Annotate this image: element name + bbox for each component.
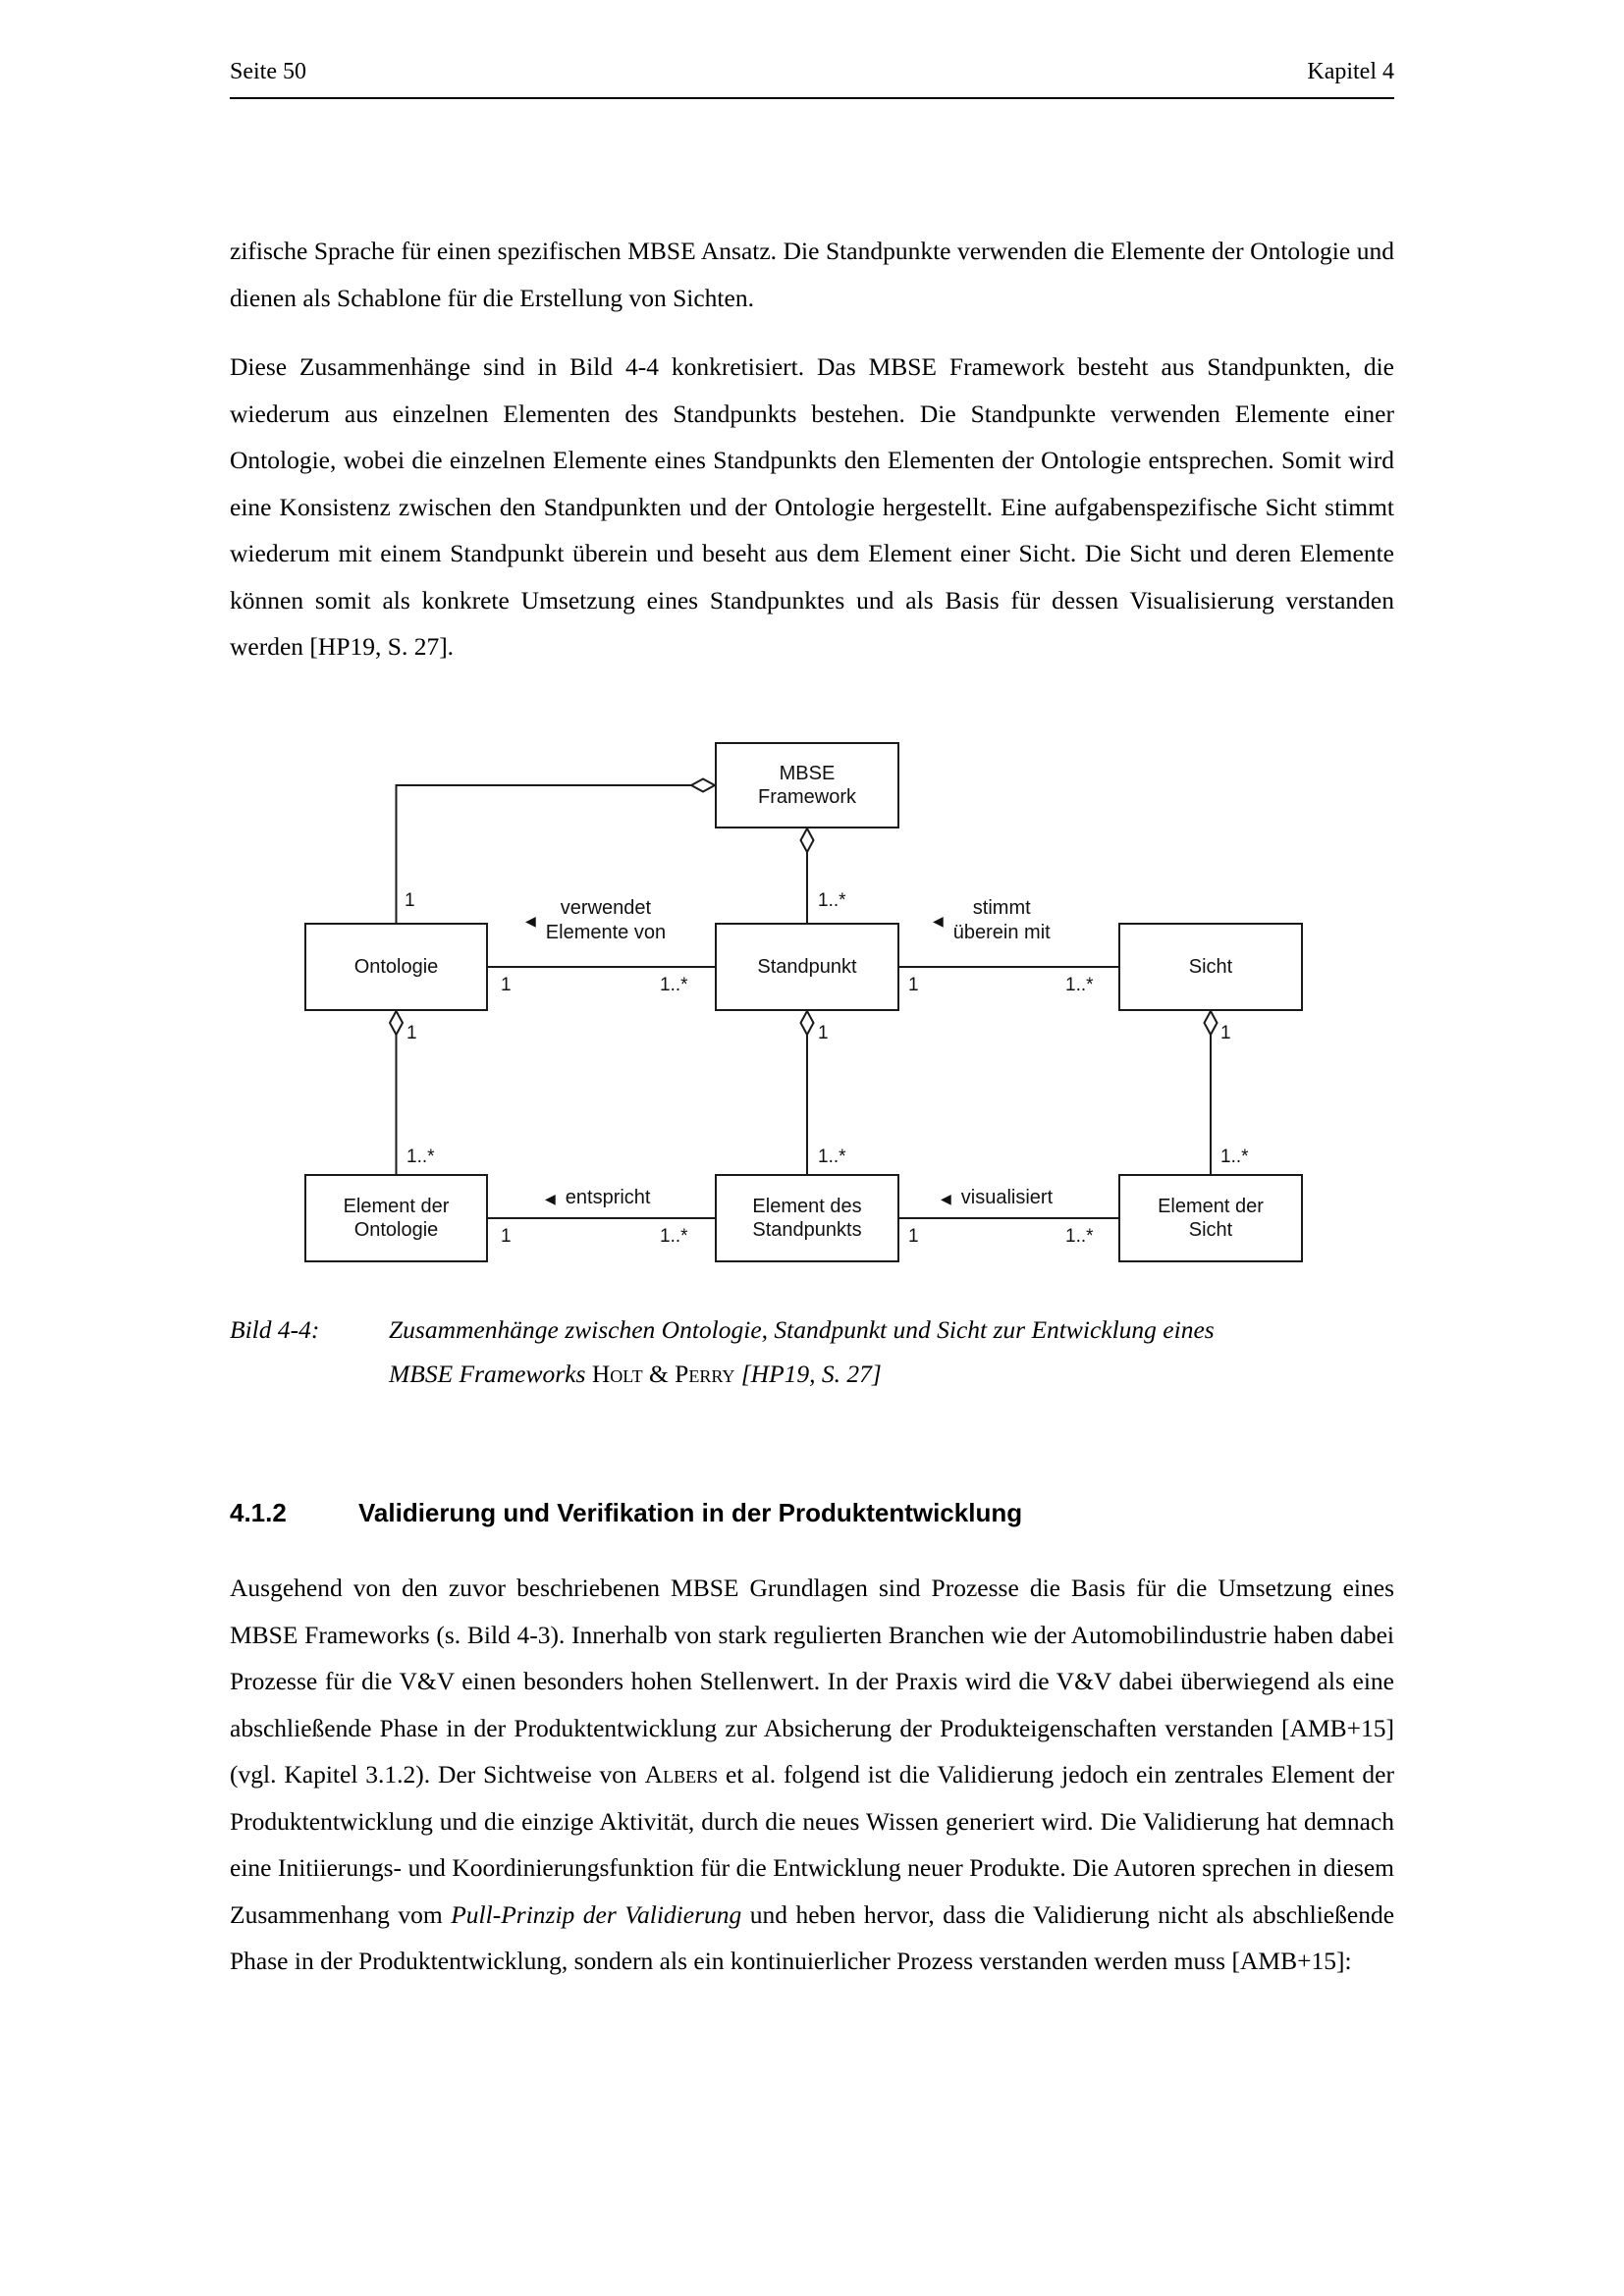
paragraph-zusammenhaenge: Diese Zusammenhänge sind in Bild 4-4 kon…: [230, 352, 1394, 661]
figure-caption: Bild 4-4: Zusammenhänge zwischen Ontolog…: [230, 1308, 1394, 1396]
caption-text: Zusammenhänge zwischen Ontologie, Standp…: [389, 1308, 1253, 1396]
text-run: Ausgehend von den zuvor beschriebenen MB…: [230, 1574, 1394, 1789]
node-label: MBSE Framework: [758, 762, 856, 809]
author-albers: Albers: [644, 1760, 719, 1789]
caption-authors: Holt & Perry: [591, 1360, 735, 1388]
direction-arrow-icon: ◀: [941, 1190, 951, 1206]
caption-text-run: Zusammenhänge zwischen Ontologie, Standp…: [389, 1315, 1215, 1388]
node-standpunkt: Standpunkt: [715, 923, 899, 1011]
header-chapter: Kapitel 4: [1307, 59, 1394, 84]
edge-label-text: entspricht: [565, 1187, 651, 1208]
multiplicity-visualisiert-right: 1..*: [1065, 1226, 1094, 1247]
multiplicity-standpunkt-top: 1: [818, 1023, 829, 1043]
node-label-line: Element des: [752, 1196, 862, 1217]
node-label-line: Ontologie: [353, 1219, 439, 1241]
multiplicity-sicht-bottom: 1..*: [1220, 1147, 1249, 1167]
multiplicity-standpunkt-bottom: 1..*: [818, 1147, 846, 1167]
multiplicity-ontologie-bottom: 1..*: [406, 1147, 435, 1167]
edge-label-line: stimmt: [972, 897, 1031, 919]
node-label-line: Element der: [343, 1196, 450, 1217]
multiplicity-entspricht-right: 1..*: [660, 1226, 688, 1247]
aggregation-diamond-icon: [799, 826, 815, 855]
direction-arrow-icon: ◀: [525, 913, 536, 929]
direction-arrow-icon: ◀: [545, 1190, 556, 1206]
multiplicity-entspricht-left: 1: [501, 1226, 512, 1247]
section-number: 4.1.2: [230, 1498, 287, 1527]
caption-label: Bild 4-4:: [230, 1315, 320, 1344]
multiplicity-stimmt-left: 1: [908, 975, 919, 995]
node-label-line: Element der: [1158, 1196, 1264, 1217]
section-title: Validierung und Verifikation in der Prod…: [358, 1498, 1023, 1527]
node-element-des-standpunkts: Element des Standpunkts: [715, 1174, 899, 1262]
node-ontologie: Ontologie: [304, 923, 488, 1011]
edge-label-line: Elemente von: [545, 922, 667, 943]
edge-label-verwendet: ◀ verwendet Elemente von: [525, 896, 666, 945]
section-heading-4-1-2: 4.1.2 Validierung und Verifikation in de…: [230, 1498, 1022, 1528]
edge-label-line: verwendet: [560, 897, 652, 919]
aggregation-diamond-icon: [388, 1008, 405, 1038]
paragraph-validierung: Ausgehend von den zuvor beschriebenen MB…: [230, 1565, 1394, 1985]
paragraph-continuation: zifische Sprache für einen spezifischen …: [230, 237, 1394, 312]
edge-label-entspricht: ◀ entspricht: [545, 1186, 651, 1210]
diagram-connectors: [388, 777, 1218, 1219]
node-element-der-sicht: Element der Sicht: [1118, 1174, 1303, 1262]
multiplicity-visualisiert-left: 1: [908, 1226, 919, 1247]
node-label: Ontologie: [353, 956, 439, 978]
node-label: Element des Standpunkts: [752, 1195, 861, 1242]
node-label: Sicht: [1188, 956, 1233, 978]
node-label: Element der Sicht: [1158, 1195, 1264, 1242]
edge-label-text: verwendet Elemente von: [546, 896, 666, 945]
node-label-line: Standpunkts: [752, 1219, 862, 1241]
node-sicht: Sicht: [1118, 923, 1303, 1011]
edge-label-stimmt-ueberein: ◀ stimmt überein mit: [933, 896, 1051, 945]
multiplicity-sicht-top: 1: [1220, 1023, 1231, 1043]
header-page-number: Seite 50: [230, 59, 306, 84]
node-label-line: Sicht: [1188, 1219, 1233, 1241]
multiplicity-framework-ontologie: 1: [405, 890, 415, 911]
edge-label-visualisiert: ◀ visualisiert: [941, 1186, 1053, 1210]
aggregation-diamond-icon: [799, 1008, 815, 1038]
multiplicity-stimmt-right: 1..*: [1065, 975, 1094, 995]
edge-label-text: visualisiert: [960, 1187, 1054, 1208]
direction-arrow-icon: ◀: [933, 913, 944, 929]
multiplicity-verwendet-left: 1: [501, 975, 512, 995]
edge-label-line: überein mit: [952, 922, 1051, 943]
edge-label-text: stimmt überein mit: [953, 896, 1051, 945]
multiplicity-verwendet-right: 1..*: [660, 975, 688, 995]
node-label: Standpunkt: [757, 956, 857, 978]
text-run: et al. folgend ist die Validierung jedoc…: [230, 1760, 1394, 1929]
term-pull-prinzip: Pull-Prinzip der Validierung: [451, 1899, 742, 1929]
aggregation-diamond-icon: [688, 777, 718, 793]
node-mbse-framework: MBSE Framework: [715, 742, 899, 828]
aggregation-diamond-icon: [1203, 1008, 1218, 1038]
node-label-line: Framework: [757, 786, 856, 808]
node-element-der-ontologie: Element der Ontologie: [304, 1174, 488, 1262]
caption-reference: [HP19, S. 27]: [740, 1360, 882, 1388]
node-label: Element der Ontologie: [344, 1195, 450, 1242]
text-run: und heben hervor, dass die Validierung n…: [230, 1899, 1395, 1976]
node-label-line: MBSE: [779, 763, 836, 784]
page-header: Seite 50 Kapitel 4: [230, 59, 1394, 99]
multiplicity-ontologie-top: 1: [406, 1023, 417, 1043]
multiplicity-framework-standpunkt: 1..*: [818, 890, 846, 911]
figure-bild-4-4: MBSE Framework Ontologie Standpunkt Sich…: [0, 736, 1624, 1286]
connector-line: [395, 784, 691, 923]
